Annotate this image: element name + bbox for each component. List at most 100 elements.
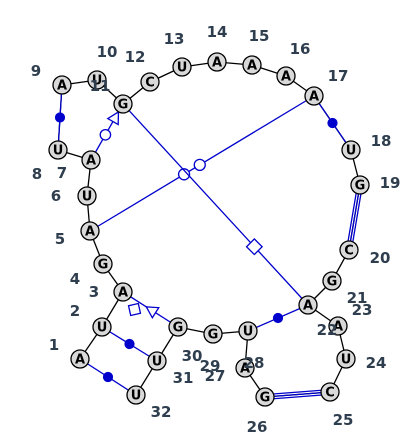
index-label-32: 32 (151, 403, 172, 421)
nucleotide-19-base: G (355, 179, 366, 194)
pair-8-9-watson-crick (54, 84, 66, 151)
nucleotide-9: A (52, 75, 72, 95)
nucleotide-8: U (48, 140, 68, 160)
nucleotide-1-base: A (75, 353, 85, 368)
backbone (57, 61, 361, 398)
nucleotide-25: C (320, 382, 340, 402)
nucleotide-13-base: U (177, 61, 188, 76)
nucleotide-24-base: U (341, 353, 352, 368)
nucleotide-25-base: C (325, 386, 335, 401)
nucleotide-23-base: A (333, 320, 343, 335)
pair-11-22-non-canonical (122, 103, 309, 306)
nucleotide-14-base: A (212, 56, 222, 71)
index-label-2: 2 (70, 302, 80, 320)
nucleotide-18: U (341, 140, 361, 160)
nucleotide-32: U (126, 385, 146, 405)
pair-22-28-watson-crick (247, 304, 309, 332)
index-label-29: 29 (200, 357, 221, 375)
nucleotide-30-base: G (173, 321, 184, 336)
index-label-26: 26 (247, 418, 268, 436)
nucleotide-18-base: U (346, 144, 357, 159)
nucleotide-13: U (172, 57, 192, 77)
nucleotide-28-base: U (243, 325, 254, 340)
pair-1-32-watson-crick (79, 358, 137, 396)
nucleotide-29-base: G (208, 328, 219, 343)
index-label-21: 21 (347, 289, 368, 307)
nucleotide-21: G (322, 271, 342, 291)
index-label-19: 19 (380, 174, 400, 192)
index-label-16: 16 (290, 40, 311, 58)
index-label-27: 27 (205, 367, 226, 385)
nucleotide-1: A (70, 349, 90, 369)
index-label-5: 5 (55, 230, 65, 248)
nucleotide-16-base: A (281, 70, 291, 85)
pair-19-20-gc-triple (345, 184, 364, 251)
nucleotide-10-base: U (92, 74, 103, 89)
index-label-8: 8 (32, 165, 42, 183)
nucleotide-7-base: A (86, 154, 96, 169)
nucleotide-14: A (207, 52, 227, 72)
pair-3-30-non-canonical (122, 291, 179, 328)
nucleotide-27: A (235, 358, 255, 378)
nucleotide-15-base: A (247, 59, 257, 74)
nucleotide-15: A (242, 55, 262, 75)
nucleotide-4-base: G (98, 258, 109, 273)
index-label-12: 12 (125, 48, 146, 66)
index-label-9: 9 (31, 62, 41, 80)
index-label-10: 10 (97, 43, 118, 61)
nucleotide-22-base: A (303, 299, 313, 314)
nucleotide-5-base: A (85, 225, 95, 240)
nucleotide-6: U (77, 186, 97, 206)
index-label-1: 1 (49, 336, 59, 354)
base-pair-interactions (54, 84, 364, 401)
nucleotide-6-base: U (82, 190, 93, 205)
nucleotide-5: A (80, 221, 100, 241)
nucleotide-31-base: U (152, 355, 163, 370)
nucleotide-17: A (304, 86, 324, 106)
nucleotide-11: G (113, 94, 133, 114)
nucleotide-29: G (203, 324, 223, 344)
index-label-7: 7 (57, 164, 67, 182)
pair-5-17-pseudoknot (89, 95, 315, 232)
pair-7-11-non-canonical (90, 103, 124, 161)
index-label-17: 17 (328, 67, 349, 85)
nucleotide-30: G (168, 317, 188, 337)
nucleotide-27-base: A (240, 362, 250, 377)
nucleotide-26-base: G (260, 391, 271, 406)
nucleotide-20: C (339, 240, 359, 260)
pair-25-26-gc-triple (264, 388, 331, 401)
index-label-4: 4 (70, 270, 80, 288)
nucleotide-12-base: C (145, 76, 155, 91)
nucleotide-3: A (113, 282, 133, 302)
index-label-3: 3 (89, 283, 99, 301)
nucleotide-2-base: U (97, 321, 108, 336)
nucleotide-31: U (147, 351, 167, 371)
pair-17-18-watson-crick (313, 95, 352, 151)
index-label-13: 13 (164, 30, 185, 48)
nucleotide-16: A (276, 66, 296, 86)
index-label-22: 22 (317, 321, 338, 339)
index-label-20: 20 (370, 249, 391, 267)
index-label-24: 24 (366, 354, 387, 372)
nucleotide-11-base: G (118, 98, 129, 113)
index-label-15: 15 (249, 27, 270, 45)
index-label-30: 30 (182, 347, 203, 365)
nucleotide-19: G (350, 175, 370, 195)
nucleotide-20-base: C (344, 244, 354, 259)
nucleotide-32-base: U (131, 389, 142, 404)
nucleotide-23: A (328, 316, 348, 336)
nucleotide-7: A (81, 150, 101, 170)
nucleotide-22: A (298, 295, 318, 315)
index-label-18: 18 (371, 132, 392, 150)
index-label-11: 11 (90, 77, 111, 95)
index-label-31: 31 (173, 369, 194, 387)
nucleotide-10: U (87, 70, 107, 90)
index-label-23: 23 (352, 301, 373, 319)
nucleotide-4: G (93, 254, 113, 274)
nucleotide-3-base: A (118, 286, 128, 301)
nucleotide-2: U (92, 317, 112, 337)
nucleotide-8-base: U (53, 144, 64, 159)
